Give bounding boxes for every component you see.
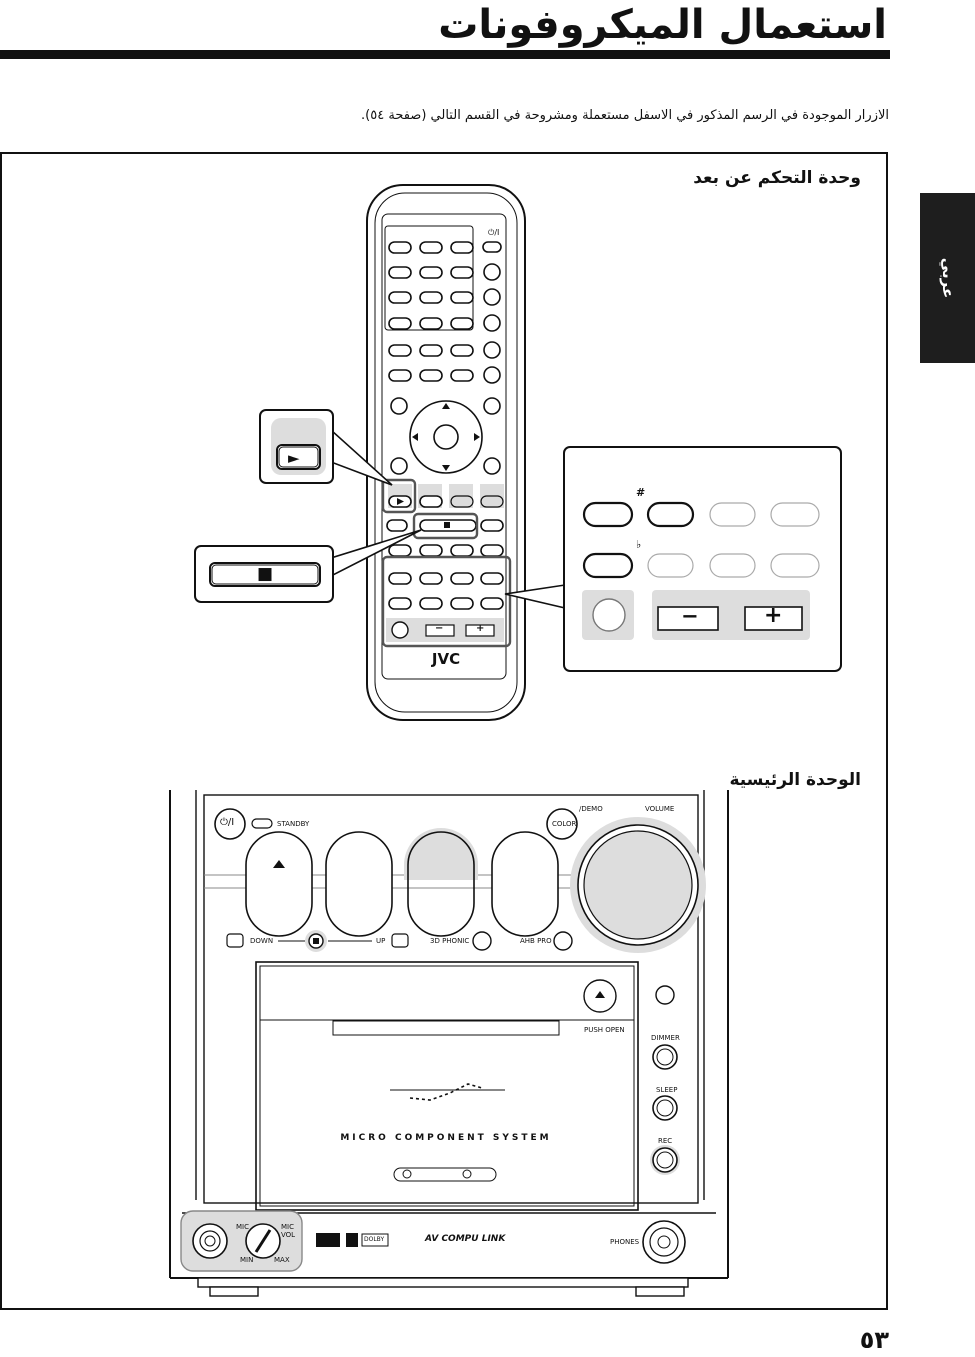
flat-icon: ♭ xyxy=(636,538,642,551)
callout-leaders xyxy=(330,428,566,610)
remote-power-label: ⏻/I xyxy=(488,228,500,237)
up-label: UP xyxy=(376,937,386,945)
minus-icon: − xyxy=(681,604,699,628)
sharp-icon: # xyxy=(636,486,646,499)
sleep-label: SLEEP xyxy=(656,1086,678,1094)
color-label: COLOR xyxy=(552,820,577,828)
av-compu-link-logo: AV COMPU LINK xyxy=(425,1234,506,1244)
play-icon: ► xyxy=(288,449,300,467)
remote-transport-row xyxy=(386,484,504,557)
ahb-pro-label: AHB PRO xyxy=(520,937,552,945)
play-callout xyxy=(259,409,334,484)
standby-label: STANDBY xyxy=(277,820,310,828)
micro-component-system-label: MICRO COMPONENT SYSTEM xyxy=(340,1133,552,1143)
page-title: استعمال الميكروفونات xyxy=(438,2,887,48)
main-unit-section-label: الوحدة الرئيسية xyxy=(729,770,861,790)
title-rule xyxy=(0,50,890,59)
remote-play-highlight xyxy=(381,478,417,514)
max-label: MAX xyxy=(274,1256,290,1264)
push-open-label: PUSH OPEN xyxy=(584,1026,625,1034)
language-tab: عربي xyxy=(920,193,975,363)
stop-icon: ■ xyxy=(257,564,274,584)
volume-label: VOLUME xyxy=(645,805,675,813)
demo-label: /DEMO xyxy=(579,805,603,813)
mic-keys-callout xyxy=(563,446,842,672)
remote-plus-icon: + xyxy=(476,623,485,634)
stop-callout xyxy=(194,545,334,603)
rec-label: REC xyxy=(658,1137,673,1145)
remote-mic-keys xyxy=(386,572,504,642)
remote-control xyxy=(366,184,526,721)
mic-vol-label: MIC VOL xyxy=(281,1223,296,1239)
phones-label: PHONES xyxy=(610,1238,640,1246)
dolby-logo: DOLBY xyxy=(364,1236,385,1243)
intro-text: الازرار الموجودة في الرسم المذكور في الا… xyxy=(361,108,889,123)
unit-power-icon: ⏻/I xyxy=(220,817,235,828)
min-label: MIN xyxy=(240,1256,254,1264)
3d-phonic-label: 3D PHONIC xyxy=(430,937,470,945)
plus-icon: + xyxy=(764,603,783,628)
figure-frame xyxy=(0,152,888,1310)
down-label: DOWN xyxy=(250,937,274,945)
remote-brand: JVC xyxy=(431,650,461,668)
remote-stop-highlight xyxy=(412,512,479,540)
dimmer-label: DIMMER xyxy=(651,1034,680,1042)
remote-right-column xyxy=(482,241,502,384)
main-unit xyxy=(169,790,729,1297)
page-number: ٥٣ xyxy=(859,1326,889,1354)
mic-label: MIC xyxy=(236,1223,249,1231)
remote-minus-icon: − xyxy=(435,623,444,634)
remote-nav-cluster xyxy=(390,397,501,475)
remote-section-label: وحدة التحكم عن بعد xyxy=(693,168,861,188)
remote-mic-highlight xyxy=(381,555,512,648)
